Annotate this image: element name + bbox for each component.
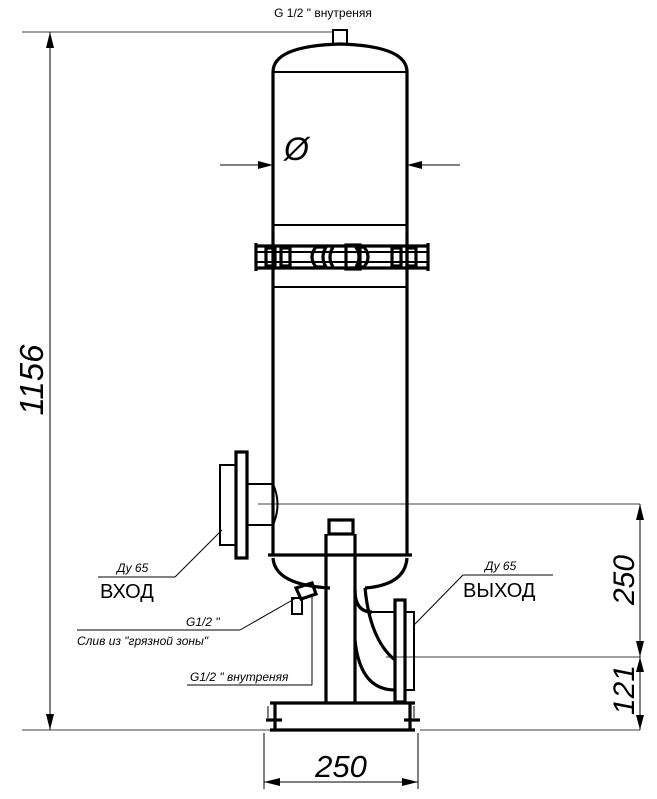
top-port-annotation: G 1/2 " внутреняя (274, 6, 372, 20)
dimension-base-width-label: 250 (314, 749, 367, 784)
outlet-annotation: Ду 65 ВЫХОД (413, 559, 553, 626)
base-frame (266, 701, 420, 732)
bottom-port-label: G1/2 " внутреняя (190, 670, 289, 684)
vessel-body (268, 42, 412, 590)
inlet-annotation: Ду 65 ВХОД (98, 529, 223, 603)
bottom-port-annotation: G1/2 " внутреняя (187, 596, 313, 686)
drain-desc-label: Слив из "грязной зоны" (77, 634, 209, 648)
outlet-name-label: ВЫХОД (463, 580, 536, 602)
axis-lines (22, 31, 640, 731)
inlet-nozzle (219, 450, 279, 560)
inlet-size-label: Ду 65 (115, 561, 149, 575)
outlet-pipe (324, 518, 415, 704)
dimension-inlet-height: 250 (608, 504, 644, 657)
drain-annotation: G1/2 " Слив из "грязной зоны" (77, 597, 297, 648)
dimension-outlet-height-label: 121 (608, 665, 641, 715)
dimension-diameter: Ø (220, 131, 460, 169)
dimension-total-height: 1156 (13, 32, 54, 730)
drain-fitting (291, 581, 319, 615)
inlet-name-label: ВХОД (100, 581, 154, 603)
top-port-fitting (332, 29, 348, 45)
top-port-label: G 1/2 " внутреняя (274, 6, 372, 20)
drain-size-label: G1/2 " (186, 615, 220, 629)
dimension-base-width: 250 (263, 733, 419, 789)
dimension-total-height-label: 1156 (13, 344, 50, 416)
diameter-symbol: Ø (283, 131, 311, 167)
dimension-outlet-height: 121 (608, 657, 644, 730)
clamp-band (254, 243, 430, 271)
outlet-size-label: Ду 65 (483, 559, 517, 573)
dimension-inlet-height-label: 250 (608, 555, 641, 606)
